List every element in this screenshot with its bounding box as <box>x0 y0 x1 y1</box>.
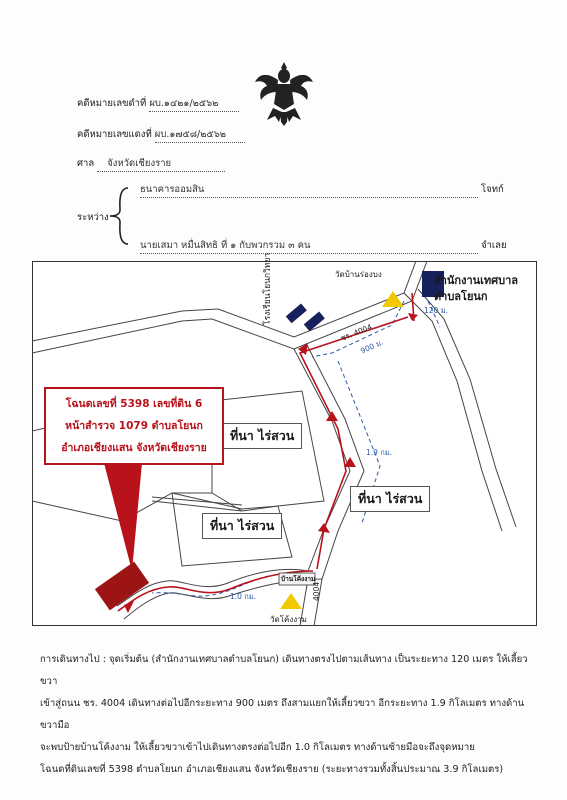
directions-line-2: เข้าสู่ถนน ชร. 4004 เดินทางต่อไปอีกระยะท… <box>40 698 525 731</box>
defendant-row: นายเสมา หมื่นสิทธิ ที่ ๑ กับพวกรวม ๓ คน … <box>140 238 507 254</box>
defendant-role: จำเลย <box>481 240 507 251</box>
temple-rong-bong-label: วัดบ้านร่องบง <box>335 270 382 279</box>
brace-icon <box>109 187 129 245</box>
plot-callout-line1: โฉนดเลขที่ 5398 เลขที่ดิน 6 <box>65 398 203 410</box>
black-case-row: คดีหมายเลขดำที่ ผบ.๑๔๒๑/๒๕๖๒ <box>77 96 240 112</box>
office-label-line2: ตำบลโยนก <box>434 290 488 303</box>
directions-line-1: การเดินทางไป : จุดเริ่มต้น (สำนักงานเทศบ… <box>40 654 528 687</box>
directions-line-3: จะพบป้ายบ้านโค้งงาม ให้เลี้ยวขวาเข้าไปเด… <box>40 742 475 753</box>
village-sign-label: บ้านโค้งงาม <box>281 575 316 583</box>
plaintiff-name: ธนาคารออมสิน <box>140 182 478 198</box>
office-label: สำนักงานเทศบาล ตำบลโยนก <box>434 273 518 305</box>
office-label-line1: สำนักงานเทศบาล <box>434 274 519 287</box>
black-case-label: คดีหมายเลขดำที่ <box>77 98 147 109</box>
road-label-bottom: 4004 <box>312 581 321 601</box>
red-case-row: คดีหมายเลขแดงที่ ผบ.๑๗๕๘/๒๕๖๒ <box>77 127 245 143</box>
school-label: โรงเรียนโยนกวิทยา <box>263 252 273 325</box>
route-map: สำนักงานเทศบาล ตำบลโยนก วัดบ้านร่องบง โร… <box>32 253 537 626</box>
field-label-2: ที่นา ไร่สวน <box>350 486 431 512</box>
dist-120-label: 120 ม. <box>424 306 449 315</box>
red-case-label: คดีหมายเลขแดงที่ <box>77 129 152 140</box>
court-row: ศาล จังหวัดเชียงราย <box>77 156 226 172</box>
directions-line-4: โฉนดที่ดินเลขที่ 5398 ตำบลโยนก อำเภอเชีย… <box>40 764 504 775</box>
plaintiff-row: ธนาคารออมสิน โจทก์ <box>140 182 504 198</box>
plot-callout-line3: อำเภอเชียงแสน จังหวัดเชียงราย <box>61 442 207 454</box>
dist-1-0-label: 1.0 กม. <box>230 592 257 601</box>
court-name: จังหวัดเชียงราย <box>97 156 226 172</box>
temple-khong-ngam-label: วัดโค้งงาม <box>270 615 307 624</box>
defendant-name: นายเสมา หมื่นสิทธิ ที่ ๑ กับพวกรวม ๓ คน <box>140 238 478 254</box>
red-case-number: ผบ.๑๗๕๘/๒๕๖๒ <box>154 127 245 143</box>
court-label: ศาล <box>77 158 95 169</box>
field-label-3: ที่นา ไร่สวน <box>202 513 283 539</box>
dist-1-9-label: 1.9 กม. <box>366 448 393 457</box>
black-case-number: ผบ.๑๔๒๑/๒๕๖๒ <box>149 96 240 112</box>
directions-text: การเดินทางไป : จุดเริ่มต้น (สำนักงานเทศบ… <box>40 649 530 781</box>
plot-callout: โฉนดเลขที่ 5398 เลขที่ดิน 6 หน้าสำรวจ 10… <box>44 387 224 465</box>
garuda-emblem-icon <box>255 62 313 126</box>
between-label: ระหว่าง <box>77 212 109 223</box>
plot-callout-line2: หน้าสำรวจ 1079 ตำบลโยนก <box>65 420 203 432</box>
field-label-1: ที่นา ไร่สวน <box>222 423 303 449</box>
plaintiff-role: โจทก์ <box>481 184 504 195</box>
